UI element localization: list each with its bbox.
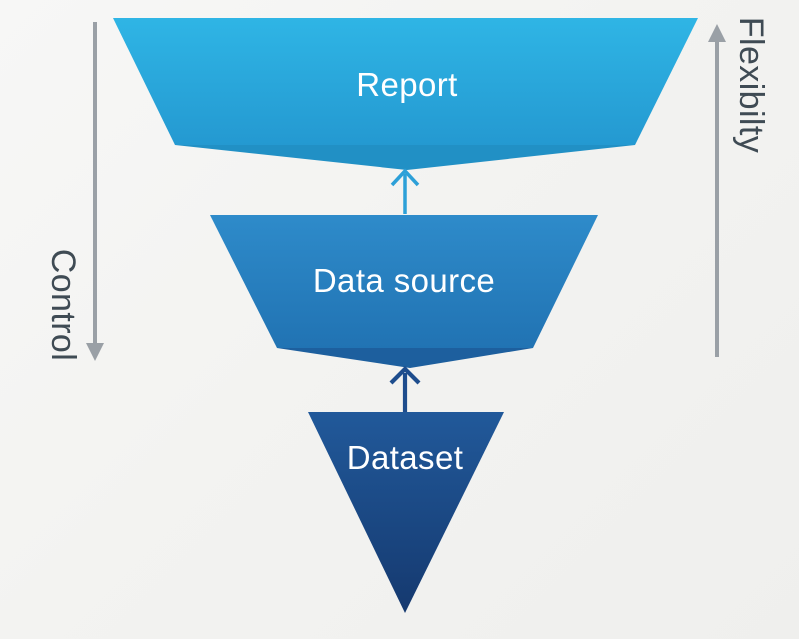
flexibility-label: Flexibilty <box>732 17 770 153</box>
control-axis: Control <box>44 22 104 361</box>
datasource-label: Data source <box>313 262 495 299</box>
flexibility-axis: Flexibilty <box>708 17 770 357</box>
up-arrow-datasource-to-report-icon <box>390 168 420 214</box>
datasource-layer-shape <box>210 215 598 348</box>
control-label: Control <box>44 249 82 361</box>
dataset-layer-shape <box>308 412 504 613</box>
up-arrow-dataset-to-datasource-icon <box>389 366 421 412</box>
down-arrowhead-icon <box>86 343 104 361</box>
dataset-label: Dataset <box>347 439 464 476</box>
report-layer-fold <box>175 145 635 170</box>
up-arrowhead-icon <box>708 24 726 42</box>
report-label: Report <box>356 66 457 103</box>
report-layer-shape <box>113 18 698 145</box>
datasource-layer-fold <box>277 348 533 368</box>
